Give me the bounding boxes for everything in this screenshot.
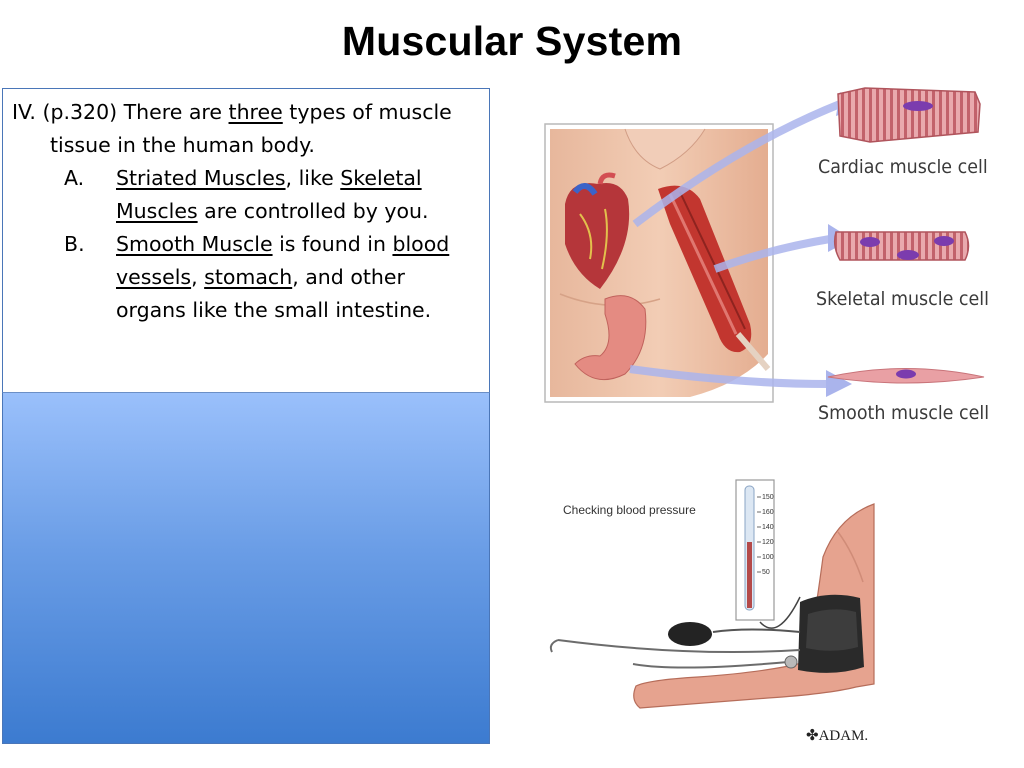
blood-pressure-caption: Checking blood pressure [563, 503, 696, 517]
blood-pressure-figure: 150 160 140 120 100 50 Checking blood pr… [538, 472, 878, 750]
scale-label-5: 100 [762, 554, 774, 561]
sub-point-b-marker: B. [64, 232, 85, 256]
main-point-text: IV. (p.320) There are [12, 100, 229, 124]
blood-vessels-term: blood vessels [116, 232, 450, 289]
stomach-term: stomach [204, 265, 293, 289]
striated-muscles-term: Striated Muscles [116, 166, 286, 190]
cardiac-cell-label: Cardiac muscle cell [818, 156, 988, 178]
smooth-cell-label: Smooth muscle cell [818, 402, 990, 424]
adam-logo: ✤ADAM. [806, 728, 869, 744]
main-point-text-end: types of muscle tissue in the human body… [50, 100, 452, 157]
blood-pressure-illustration: 150 160 140 120 100 50 [549, 479, 875, 709]
sub-point-b-text: is found in [272, 232, 393, 256]
skeletal-cell-label: Skeletal muscle cell [816, 288, 990, 310]
sub-point-b-separator: , [191, 265, 205, 289]
blue-gradient-panel [2, 392, 490, 744]
scale-label-3: 140 [762, 524, 774, 531]
sub-point-a-text-end: are controlled by you. [197, 199, 429, 223]
sub-point-a-marker: A. [64, 166, 85, 190]
sub-point-a: A. Striated Muscles, like Skeletal Muscle… [12, 162, 481, 228]
muscle-types-illustration [544, 87, 985, 403]
main-point: IV. (p.320) There are three types of mus… [12, 96, 481, 162]
scale-label-4: 120 [762, 539, 774, 546]
sub-point-b: B. Smooth Muscle is found in blood vessel… [12, 228, 481, 327]
scale-label-1: 150 [762, 494, 774, 501]
smooth-muscle-term: Smooth Muscle [116, 232, 273, 256]
sub-point-b-text-end: , and other organs like the small intest… [116, 265, 432, 322]
main-point-emphasis: three [228, 100, 283, 124]
content-textbox[interactable]: IV. (p.320) There are three types of mus… [2, 88, 490, 392]
scale-label-2: 160 [762, 509, 774, 516]
slide-title: Muscular System [341, 18, 683, 64]
scale-label-6: 50 [762, 569, 770, 576]
sub-point-a-text: , like [285, 166, 341, 190]
muscle-types-figure: Cardiac muscle cell Skeletal muscle cell… [540, 84, 1010, 434]
skeletal-muscles-term: Skeletal Muscles [116, 166, 422, 223]
